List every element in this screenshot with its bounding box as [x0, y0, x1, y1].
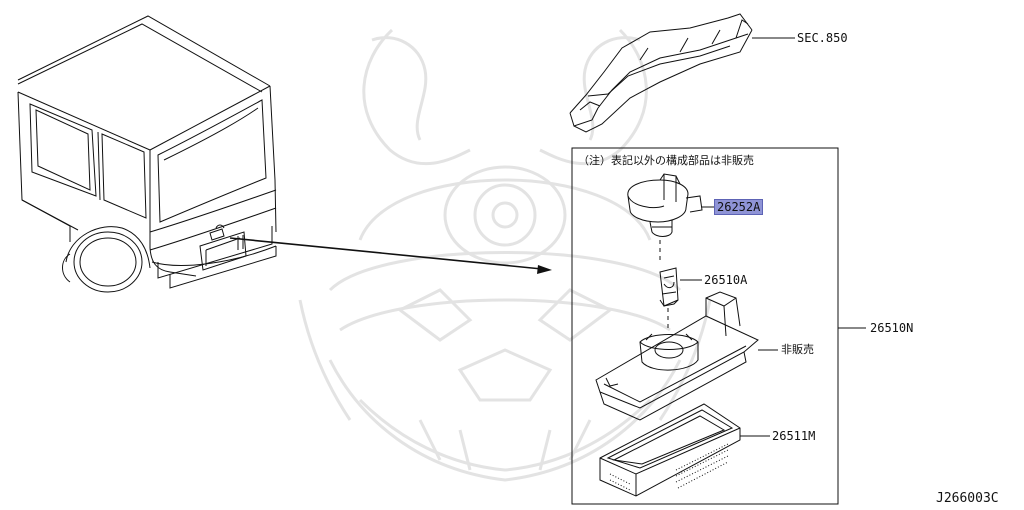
samurai-helmet-icon — [298, 28, 712, 482]
parts-frame — [571, 147, 839, 505]
part-26510N-label[interactable]: 26510N — [870, 321, 914, 335]
part-26510A-label[interactable]: 26510A — [704, 273, 748, 287]
location-arrow — [229, 237, 552, 274]
bracket-part — [569, 13, 795, 133]
vehicle-rear-icon — [17, 15, 277, 293]
not-sold-label: 非販売 — [781, 343, 814, 356]
frame-note: （注）表記以外の構成部品は非販売 — [578, 154, 754, 167]
sec-850-label[interactable]: SEC.850 — [797, 31, 848, 45]
bulb-socket-part — [627, 173, 716, 237]
lamp-housing-part — [595, 291, 778, 421]
part-26252A-label[interactable]: 26252A — [714, 199, 764, 215]
bulb-part — [659, 267, 702, 307]
part-26511M-label[interactable]: 26511M — [772, 429, 816, 443]
diagram-code: J266003C — [936, 491, 999, 506]
lens-part — [599, 403, 770, 497]
